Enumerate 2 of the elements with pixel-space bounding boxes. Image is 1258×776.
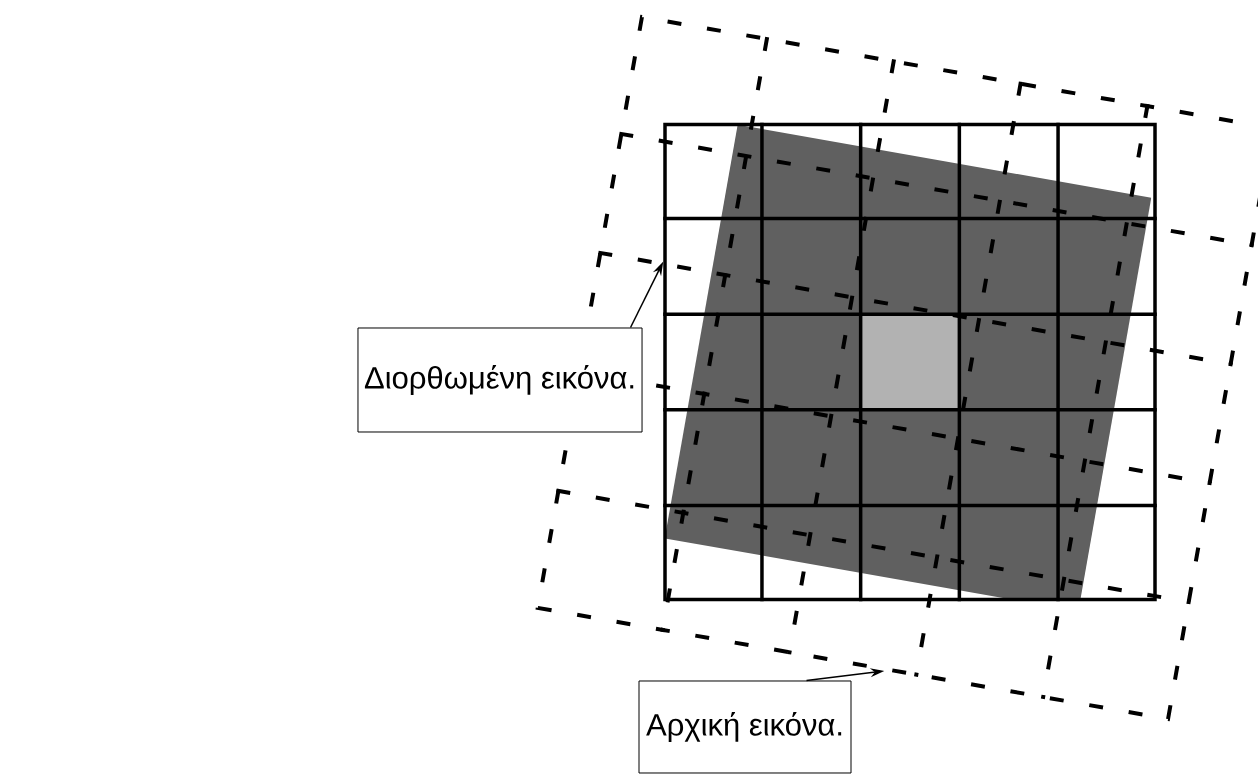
text-box: Αρχική εικόνα. (638, 680, 852, 774)
text-box: Διορθωμένη εικόνα. (357, 327, 643, 433)
